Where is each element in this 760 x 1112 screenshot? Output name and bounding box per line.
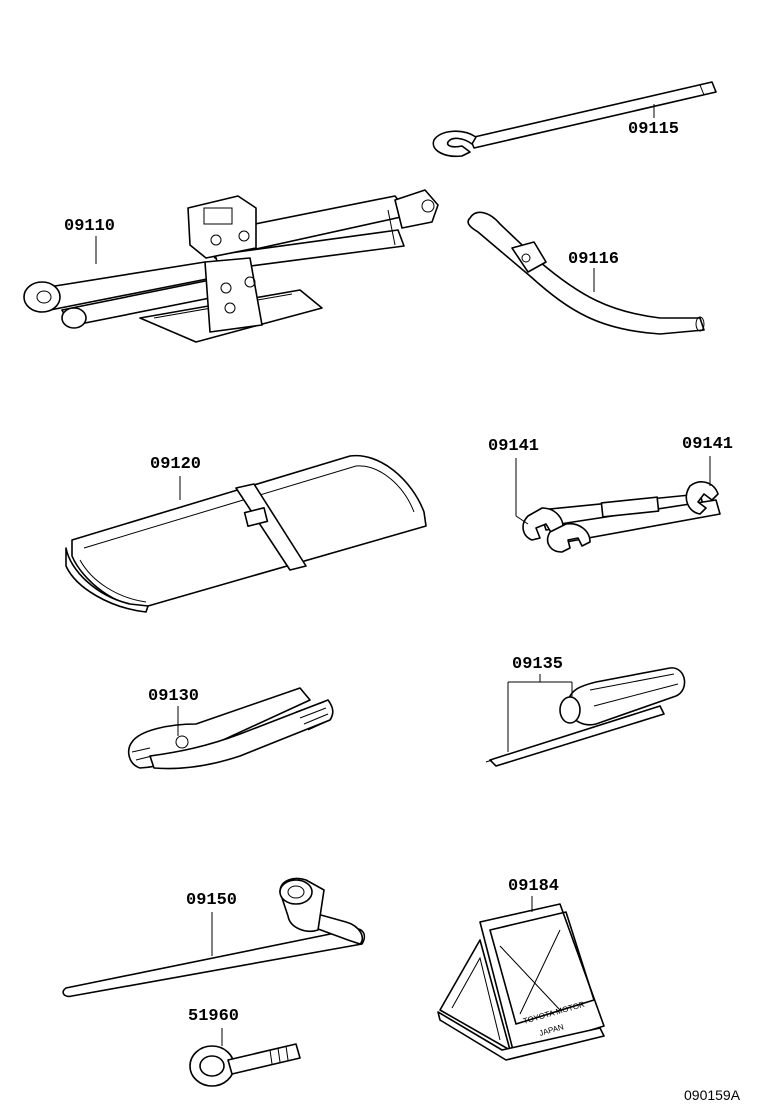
part-label-09141-right: 09141	[682, 435, 733, 454]
towing-eye-bolt-drawing	[189, 1043, 301, 1087]
jack-handle-extension-drawing	[467, 211, 705, 335]
part-label-09150: 09150	[186, 891, 237, 910]
jack-drawing	[23, 189, 439, 343]
tool-bag-drawing	[65, 454, 427, 613]
jack-handle-wrench-drawing	[432, 81, 717, 158]
part-label-09120: 09120	[150, 455, 201, 474]
figure-code: 090159A	[684, 1087, 741, 1103]
leader-09141-left-tip	[515, 515, 529, 525]
screwdriver-drawing	[485, 667, 686, 767]
part-label-09110: 09110	[64, 217, 115, 236]
part-label-09141-left: 09141	[488, 437, 539, 456]
part-label-51960: 51960	[188, 1007, 239, 1026]
part-label-09115: 09115	[628, 120, 679, 139]
part-label-09135: 09135	[512, 655, 563, 674]
wrenches-drawing	[522, 481, 721, 553]
part-label-09116: 09116	[568, 250, 619, 269]
part-label-09130: 09130	[148, 687, 199, 706]
pliers-drawing	[127, 687, 334, 770]
warning-triangle-drawing: TOYOTA MOTOR JAPAN	[437, 903, 605, 1061]
part-label-09184: 09184	[508, 877, 559, 896]
wheel-nut-wrench-drawing	[62, 877, 366, 998]
